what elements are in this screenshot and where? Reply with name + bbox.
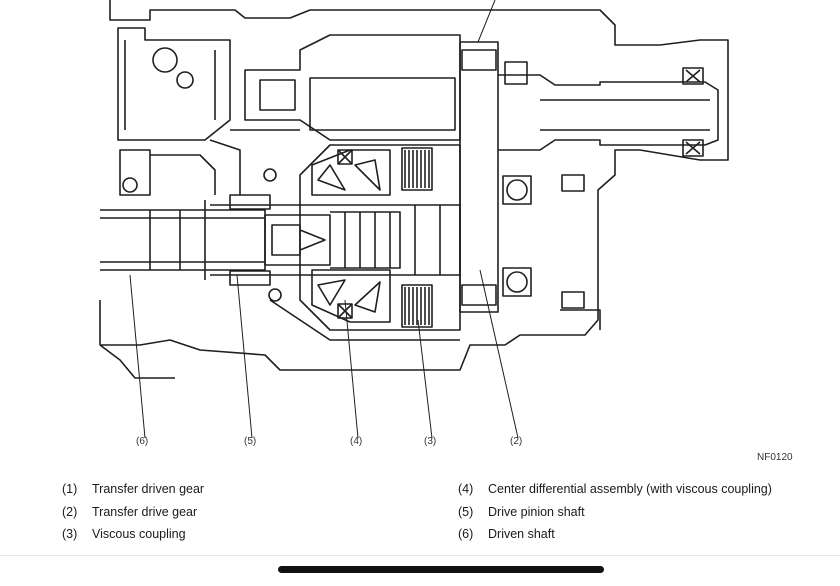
legend-item: (5) Drive pinion shaft (458, 501, 772, 524)
legend-text: Drive pinion shaft (488, 504, 585, 519)
leader-5 (236, 274, 253, 439)
legend-text: Viscous coupling (92, 527, 186, 541)
legend-number: (5) (458, 504, 474, 519)
viscous-coupling (401, 147, 433, 191)
legend-text: Driven shaft (488, 527, 555, 541)
legend-text: Center differential assembly (with visco… (488, 482, 772, 496)
drive-pinion-shaft (210, 204, 461, 276)
legend-right: (4) Center differential assembly (with vi… (458, 478, 772, 546)
leader-3 (417, 319, 433, 439)
legend-text: Transfer drive gear (92, 504, 198, 519)
leader-6 (129, 274, 146, 439)
legend-item: (1) Transfer driven gear (62, 478, 204, 501)
legend-number: (6) (458, 527, 474, 541)
legend-text: Transfer driven gear (92, 482, 205, 496)
home-indicator-bar[interactable] (278, 566, 604, 573)
driven-shaft (100, 209, 266, 271)
figure-code: NF0120 (757, 452, 793, 463)
callout-5: (5) (244, 436, 257, 447)
callout-6: (6) (136, 436, 149, 447)
legend-number: (2) (62, 504, 78, 519)
callout-4: (4) (350, 436, 363, 447)
bottom-divider (0, 555, 840, 556)
callout-3: (3) (424, 436, 437, 447)
legend-item: (4) Center differential assembly (with vi… (458, 478, 772, 501)
transfer-drive-gear (459, 41, 499, 313)
leader-2 (479, 269, 519, 439)
legend-number: (3) (62, 527, 78, 541)
leader-1 (477, 0, 496, 43)
legend-item: (6) Driven shaft (458, 523, 772, 546)
legend-item: (3) Viscous coupling (62, 523, 204, 546)
center-differential-housing (299, 144, 461, 331)
legend-number: (4) (458, 482, 474, 496)
legend-item: (2) Transfer drive gear (62, 501, 204, 524)
leader-4 (344, 299, 359, 439)
legend-number: (1) (62, 482, 78, 496)
case-outline (100, 0, 729, 371)
transmission-cross-section-diagram (99, 0, 729, 439)
callout-2: (2) (510, 436, 523, 447)
legend-left: (1) Transfer driven gear (2) Transfer driv… (62, 478, 204, 546)
